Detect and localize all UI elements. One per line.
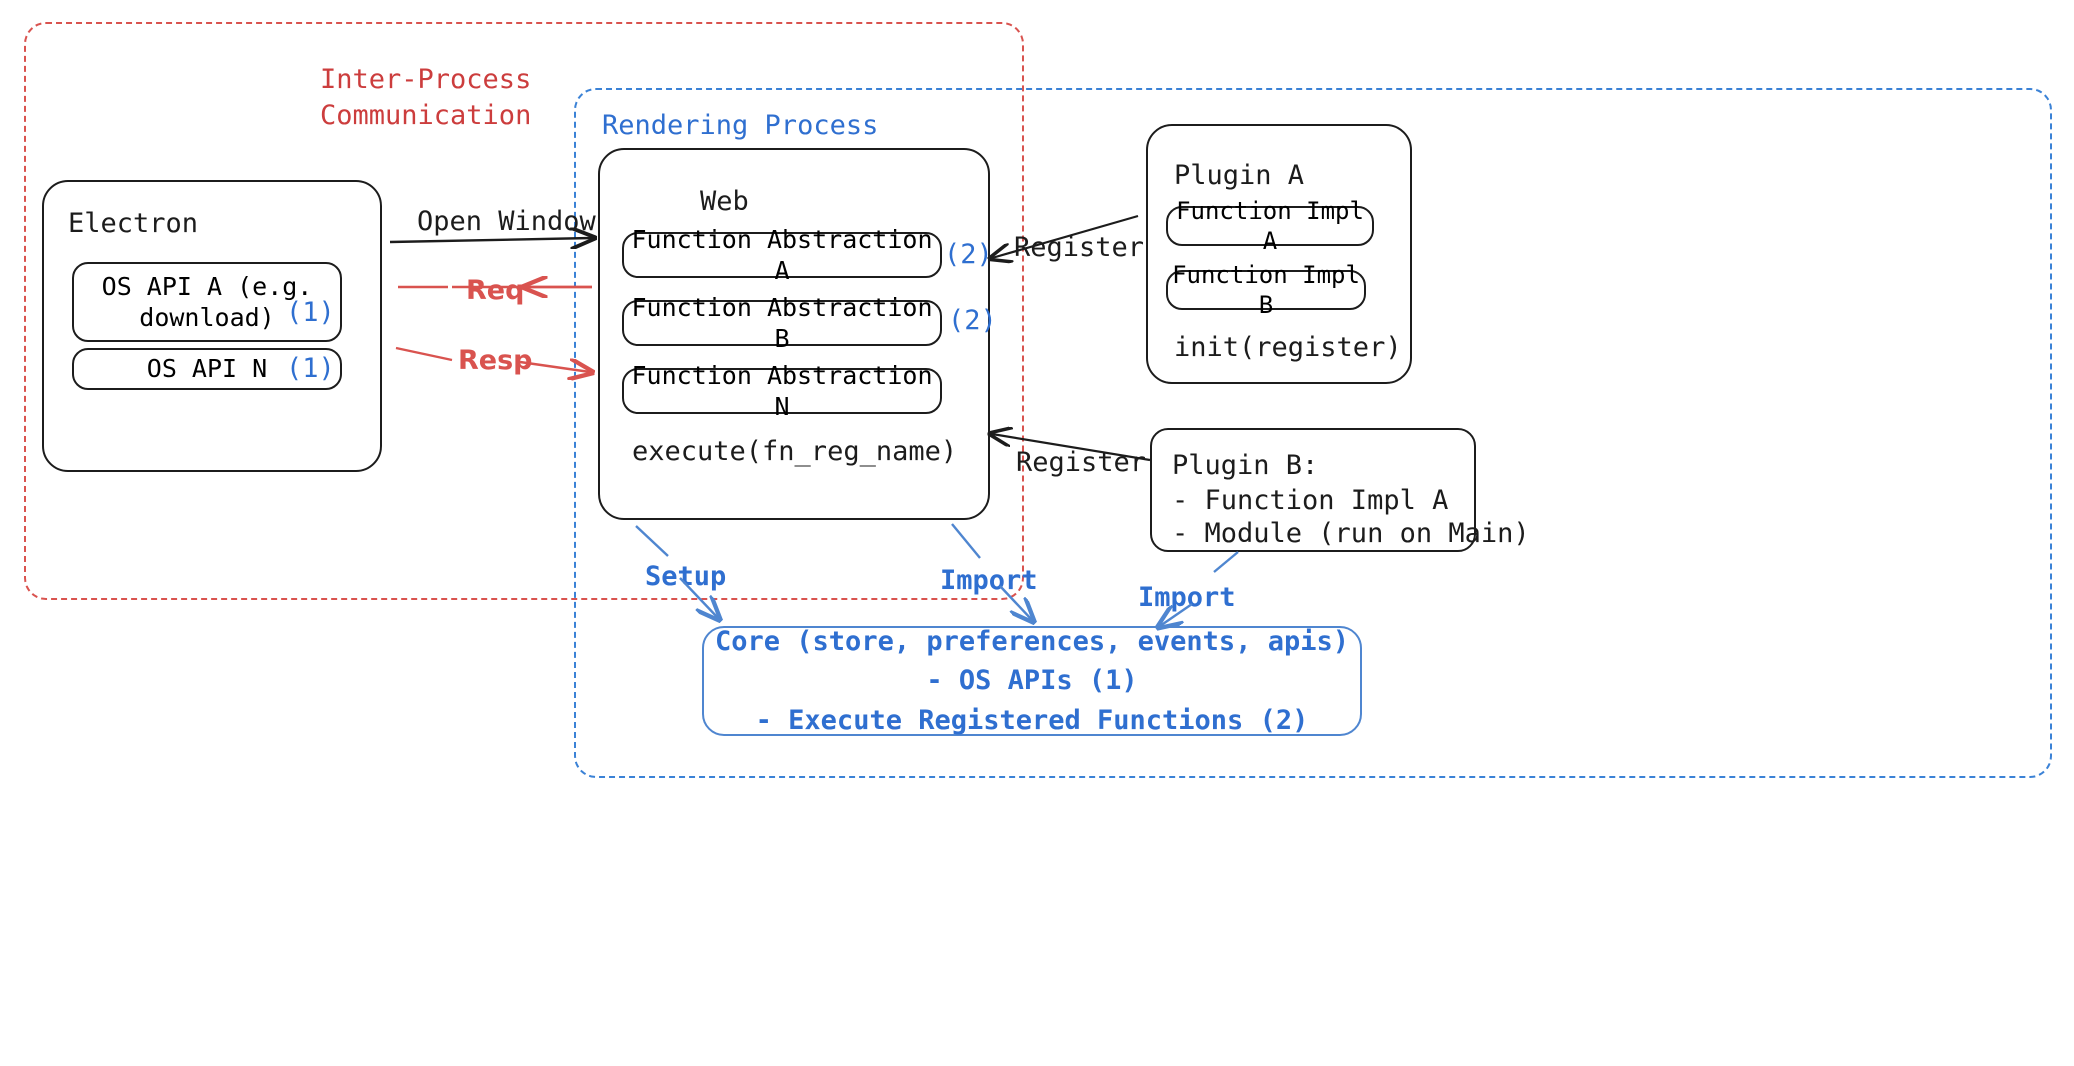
plugin-b-item-0: - Function Impl A: [1172, 485, 1449, 516]
function-abstraction-b-marker: (2): [948, 305, 997, 336]
core-line-1: - OS APIs (1): [926, 665, 1138, 697]
os-api-n-label: OS API N: [146, 354, 268, 384]
region-inter-process-communication: [24, 22, 1024, 600]
plugin-a-function-impl-b-label: Function Impl B: [1172, 261, 1360, 319]
region-rendering-process: [574, 88, 2052, 778]
function-abstraction-a-label: Function Abstraction A: [631, 224, 933, 285]
core-line-2: - Execute Registered Functions (2): [755, 704, 1309, 736]
core-box: Core (store, preferences, events, apis) …: [702, 626, 1362, 736]
function-abstraction-n-box: Function Abstraction N: [622, 361, 942, 421]
os-api-n-marker: (1): [286, 353, 335, 384]
plugin-a-function-impl-b-box: Function Impl B: [1166, 261, 1366, 319]
function-abstraction-a-marker: (2): [944, 239, 993, 270]
plugin-a-init-text: init(register): [1174, 332, 1402, 363]
edge-label-req: Req: [466, 275, 525, 306]
edge-label-import-plugin: Import: [1138, 582, 1236, 613]
os-api-a-box: OS API A (e.g. download): [72, 262, 342, 342]
edge-label-import-web: Import: [940, 565, 1038, 596]
function-abstraction-b-label: Function Abstraction B: [631, 292, 933, 353]
plugin-b-title: Plugin B:: [1172, 450, 1319, 481]
electron-title: Electron: [68, 208, 199, 239]
function-abstraction-n-label: Function Abstraction N: [631, 360, 933, 421]
region-label-rendering-process: Rendering Process: [602, 110, 879, 141]
plugin-a-function-impl-a-box: Function Impl A: [1166, 197, 1374, 255]
function-abstraction-a-box: Function Abstraction A: [622, 225, 942, 285]
plugin-a-box: [1146, 124, 1412, 384]
plugin-b-item-1: - Module (run on Main): [1172, 518, 1530, 549]
core-line-0: Core (store, preferences, events, apis): [715, 626, 1349, 658]
edge-label-setup: Setup: [645, 561, 727, 592]
edge-label-register-a: Register: [1014, 232, 1145, 263]
web-execute-text: execute(fn_reg_name): [632, 436, 958, 467]
plugin-b-box: [1150, 428, 1476, 552]
web-title: Web: [700, 186, 749, 217]
os-api-n-box: OS API N: [72, 348, 342, 390]
region-label-ipc: Inter-Process Communication: [320, 64, 532, 132]
os-api-a-marker: (1): [286, 297, 335, 328]
edge-label-open-window: Open Window: [417, 206, 596, 237]
plugin-a-function-impl-a-label: Function Impl A: [1176, 197, 1364, 255]
plugin-a-title: Plugin A: [1174, 160, 1305, 191]
function-abstraction-b-box: Function Abstraction B: [622, 293, 942, 353]
edge-label-resp: Resp: [458, 345, 533, 376]
edge-label-register-b: Register: [1016, 447, 1147, 478]
os-api-a-label: OS API A (e.g. download): [101, 271, 313, 332]
